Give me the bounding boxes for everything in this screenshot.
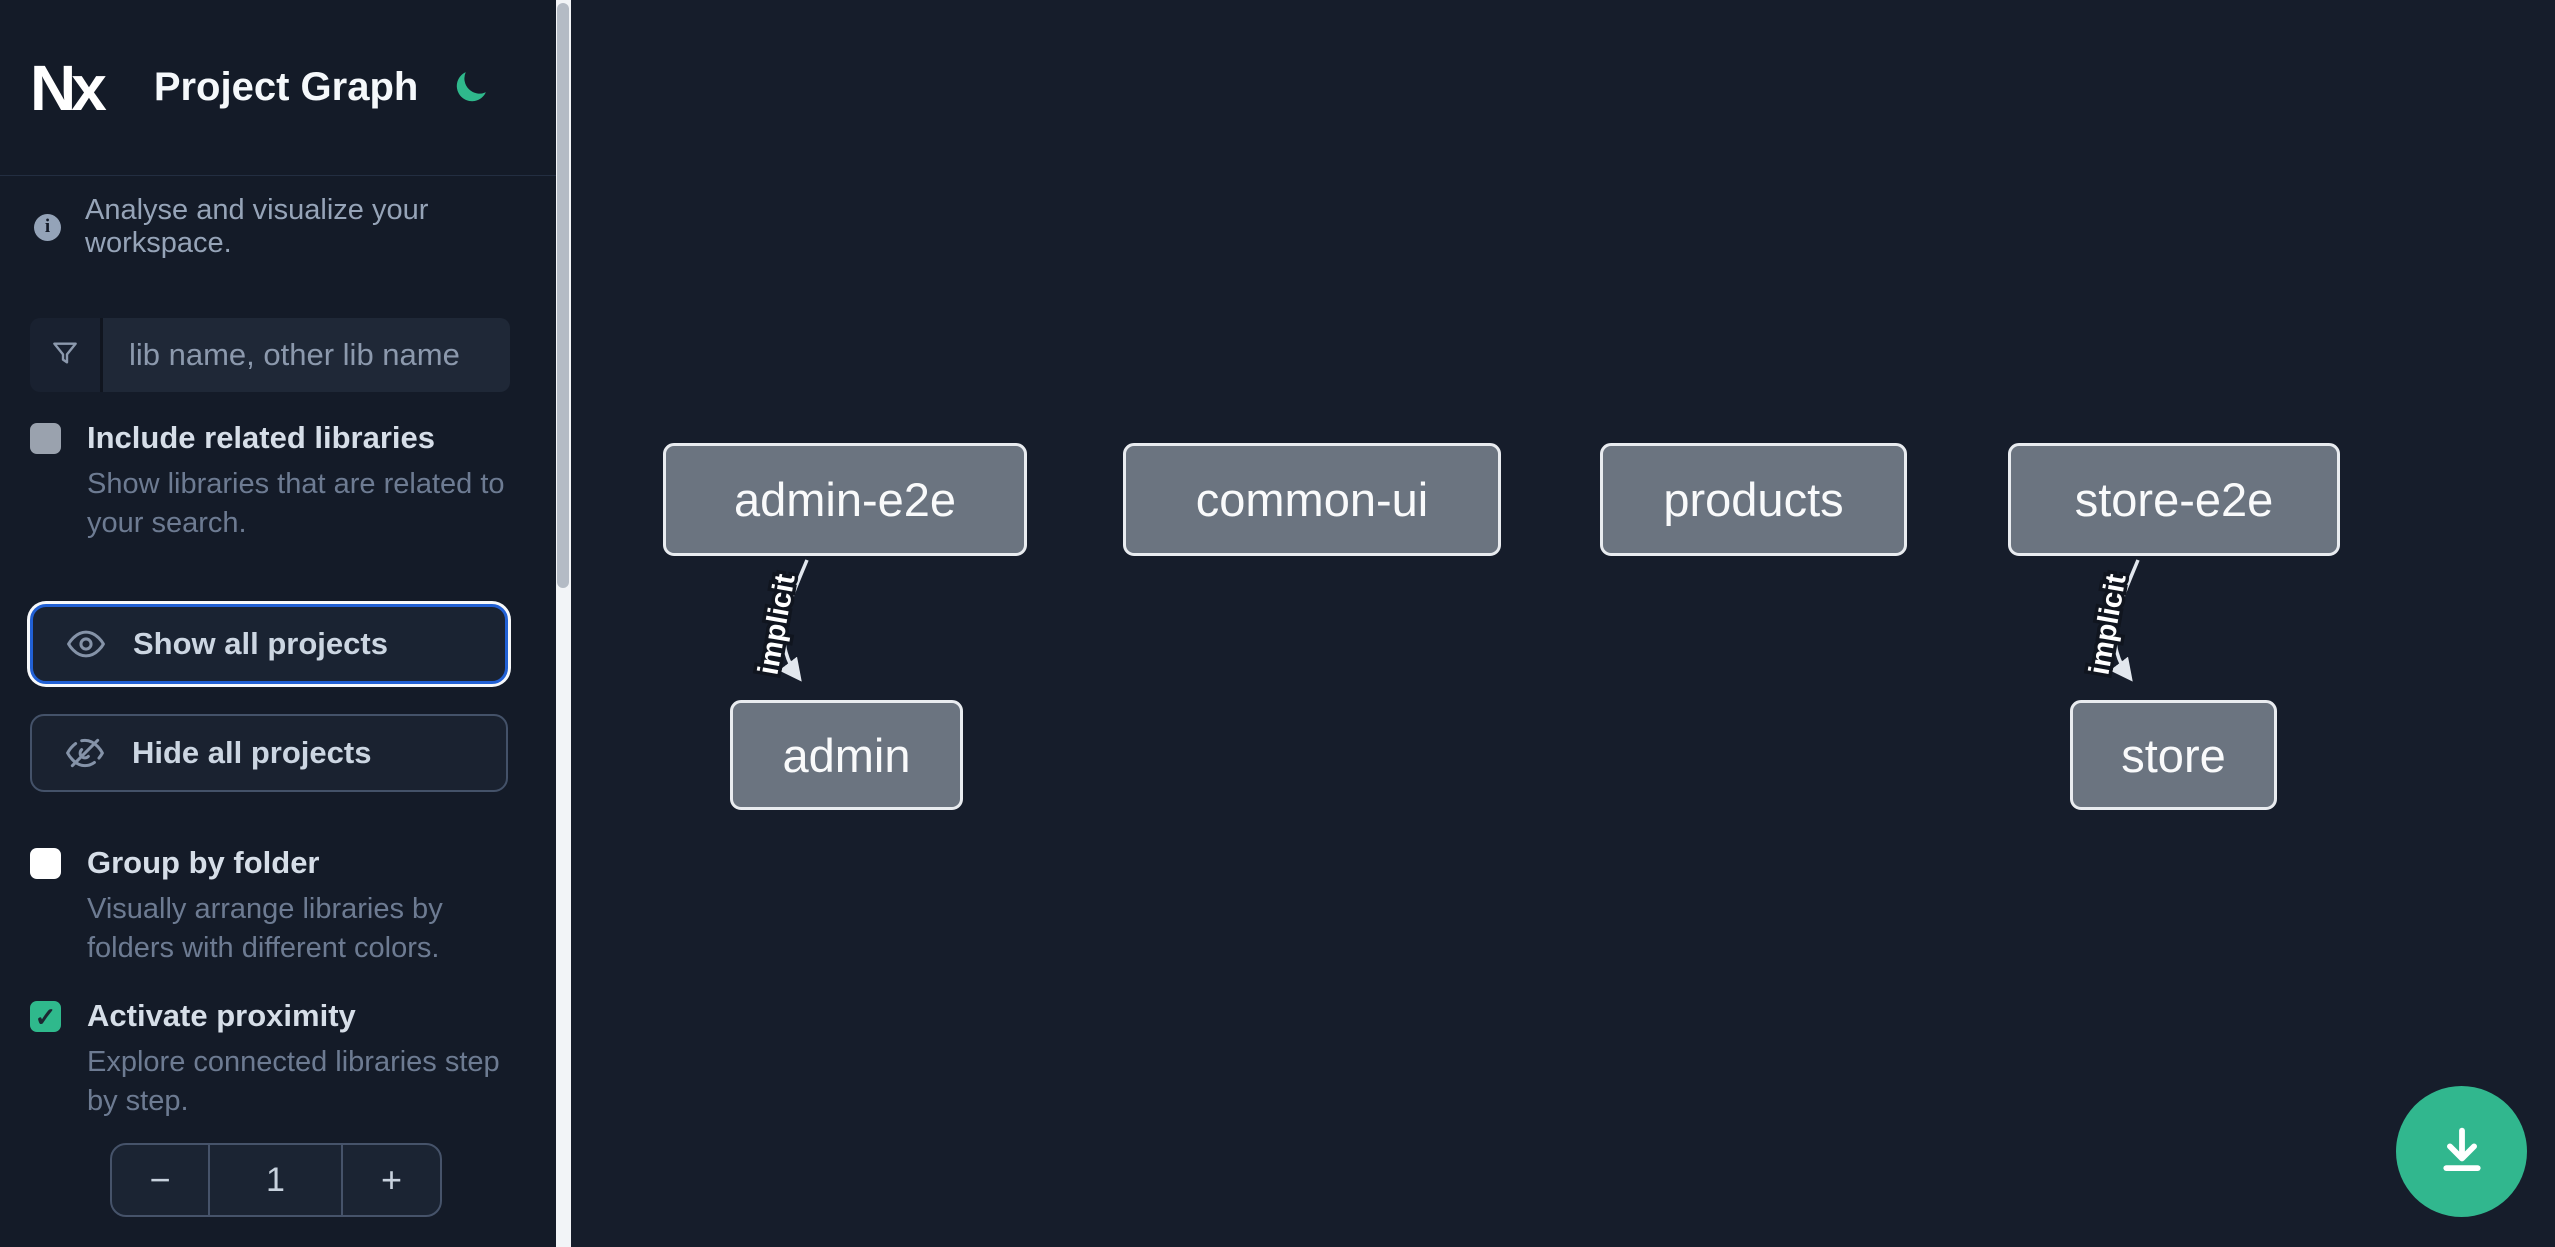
nx-logo: Nx bbox=[30, 51, 107, 124]
sidebar: Nx Project Graph i Analyse and visualize… bbox=[0, 0, 556, 1247]
graph-node-common-ui[interactable]: common-ui bbox=[1123, 443, 1501, 556]
group-by-folder-checkbox[interactable]: ✓ bbox=[30, 848, 61, 879]
project-graph-canvas[interactable] bbox=[571, 0, 2555, 1247]
option-description: Show libraries that are related to your … bbox=[87, 467, 505, 539]
page-title: Project Graph bbox=[153, 65, 419, 109]
hide-all-projects-button[interactable]: Hide all projects bbox=[30, 714, 508, 792]
graph-node-admin[interactable]: admin bbox=[730, 700, 963, 810]
proximity-stepper: − 1 + bbox=[110, 1143, 442, 1217]
decrement-button[interactable]: − bbox=[112, 1145, 208, 1215]
option-group-by-folder: ✓ Group by folder Visually arrange libra… bbox=[0, 845, 556, 968]
option-include-related: ✓ Include related libraries Show librari… bbox=[0, 420, 556, 543]
info-icon: i bbox=[34, 213, 61, 241]
show-all-projects-button[interactable]: Show all projects bbox=[30, 604, 508, 684]
hide-all-projects-label: Hide all projects bbox=[132, 735, 372, 770]
eye-off-icon bbox=[66, 734, 104, 772]
check-icon: ✓ bbox=[34, 1001, 57, 1032]
sidebar-scrollbar-track[interactable] bbox=[556, 0, 571, 1247]
search-input[interactable] bbox=[103, 318, 510, 392]
download-icon bbox=[2433, 1121, 2491, 1182]
workspace-info: i Analyse and visualize your workspace. bbox=[0, 194, 556, 260]
increment-button[interactable]: + bbox=[343, 1145, 440, 1215]
eye-icon bbox=[67, 625, 105, 663]
download-graph-button[interactable] bbox=[2396, 1086, 2527, 1217]
include-related-checkbox[interactable]: ✓ bbox=[30, 423, 61, 454]
option-description: Visually arrange libraries by folders wi… bbox=[87, 892, 443, 964]
filter-search-box bbox=[30, 318, 510, 392]
option-activate-proximity: ✓ Activate proximity Explore connected l… bbox=[0, 998, 556, 1121]
graph-node-admin-e2e[interactable]: admin-e2e bbox=[663, 443, 1027, 556]
option-label: Include related libraries bbox=[87, 420, 436, 455]
activate-proximity-checkbox[interactable]: ✓ bbox=[30, 1001, 61, 1032]
option-label: Group by folder bbox=[87, 845, 320, 880]
option-description: Explore connected libraries step by step… bbox=[87, 1045, 500, 1117]
graph-node-products[interactable]: products bbox=[1600, 443, 1907, 556]
dark-mode-toggle[interactable] bbox=[452, 68, 492, 108]
proximity-depth-value: 1 bbox=[208, 1145, 343, 1215]
show-all-projects-label: Show all projects bbox=[133, 626, 388, 661]
filter-icon-cell bbox=[30, 318, 103, 392]
sidebar-scrollbar-thumb[interactable] bbox=[557, 3, 569, 588]
graph-node-store[interactable]: store bbox=[2070, 700, 2277, 810]
info-text: Analyse and visualize your workspace. bbox=[85, 194, 429, 259]
option-label: Activate proximity bbox=[87, 998, 356, 1033]
moon-icon bbox=[453, 67, 491, 108]
graph-node-store-e2e[interactable]: store-e2e bbox=[2008, 443, 2340, 556]
funnel-icon bbox=[49, 337, 81, 374]
sidebar-header: Nx Project Graph bbox=[0, 0, 556, 176]
